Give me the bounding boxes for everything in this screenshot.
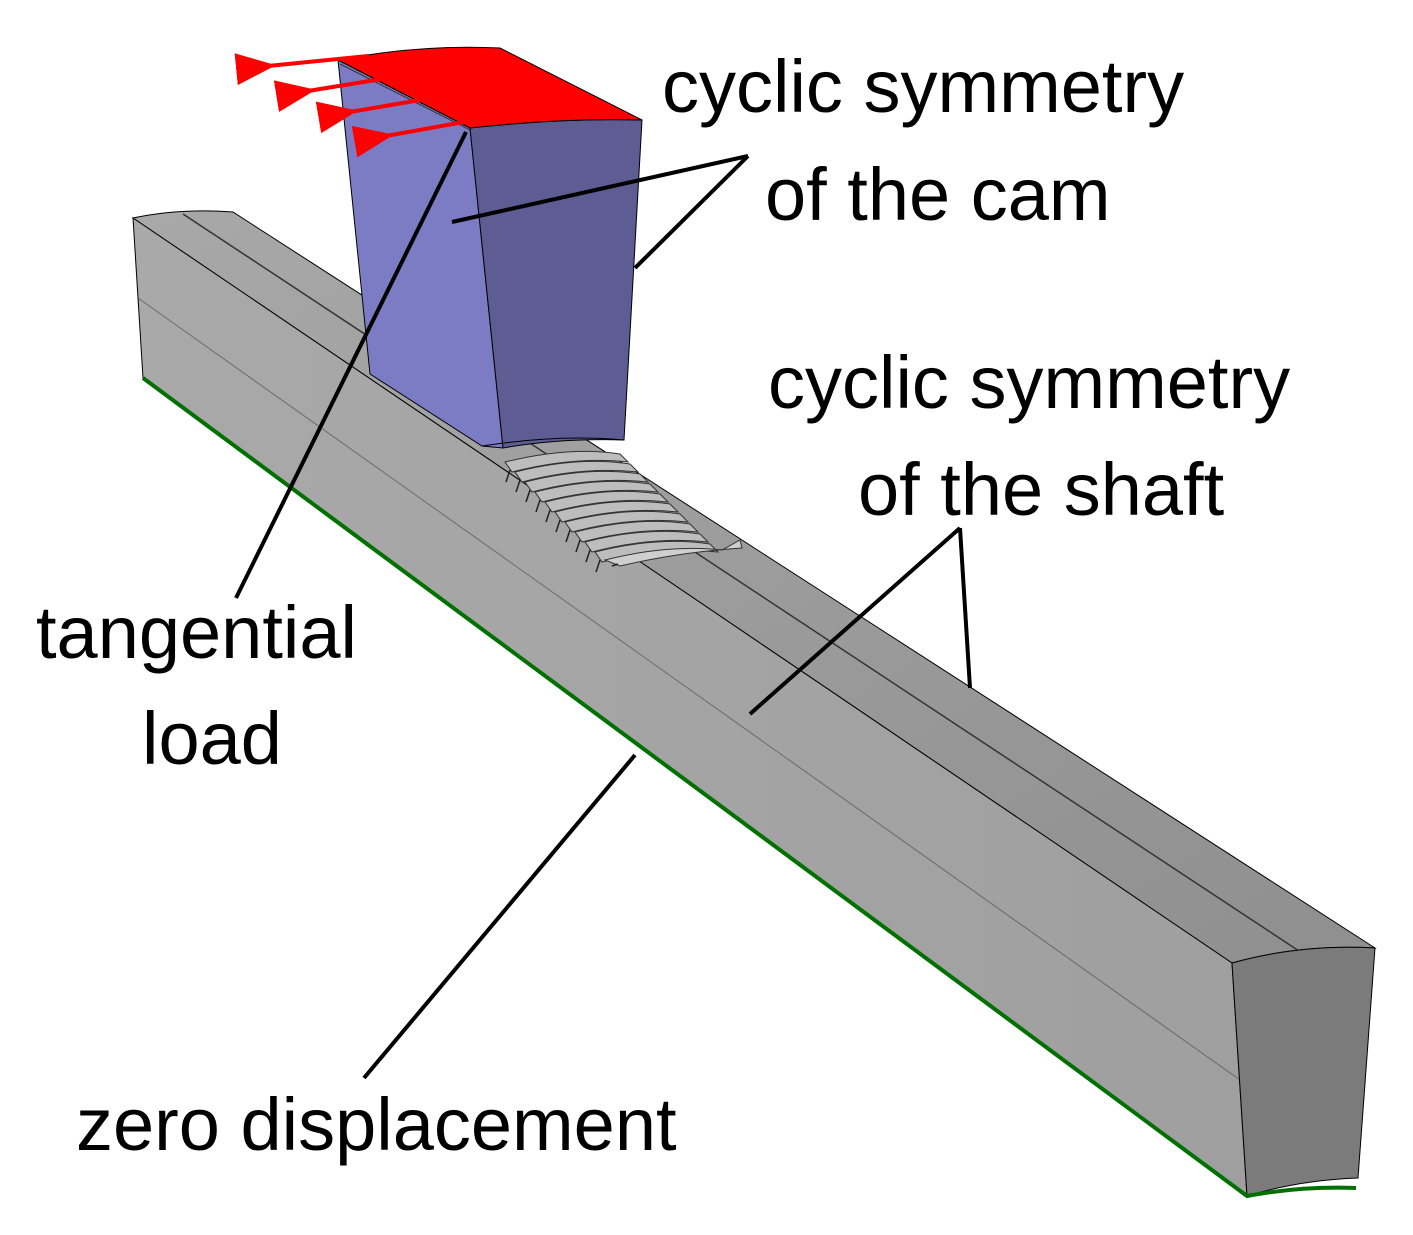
load-arrow-4 xyxy=(351,120,465,158)
load-arrow-2 xyxy=(273,74,401,112)
label-cam-symmetry-line2: of the cam xyxy=(765,153,1111,236)
leader-lines xyxy=(234,131,972,1080)
zero-displacement-edge xyxy=(141,376,1357,1199)
load-arrow-3 xyxy=(315,96,433,134)
label-shaft-symmetry-line1: cyclic symmetry xyxy=(768,341,1290,424)
spline-teeth-grooves xyxy=(505,469,619,573)
leader-cam-front xyxy=(451,154,749,224)
label-tangential-load-line2: load xyxy=(142,697,282,780)
label-tangential-load-line1: tangential xyxy=(36,591,357,674)
leader-zero-displacement xyxy=(362,753,637,1080)
cam-load-surface xyxy=(336,46,643,129)
cam-front-edge xyxy=(339,63,471,131)
shaft-top-seam xyxy=(182,213,1303,954)
label-shaft-symmetry-line2: of the shaft xyxy=(858,448,1225,531)
shaft-end-face xyxy=(1231,946,1376,1197)
leader-shaft-edge xyxy=(958,527,972,689)
tangential-load-arrows xyxy=(234,53,465,158)
leader-shaft-top xyxy=(748,526,962,716)
cam-bottom-edge xyxy=(481,437,625,447)
leader-cam-side xyxy=(633,154,750,270)
label-cam-symmetry-line1: cyclic symmetry xyxy=(662,45,1184,128)
spline-teeth xyxy=(504,450,743,567)
load-arrow-1 xyxy=(234,53,369,86)
label-zero-displacement: zero displacement xyxy=(76,1083,677,1166)
leader-tangential-load xyxy=(234,131,468,599)
shaft-top-face xyxy=(131,210,1377,964)
